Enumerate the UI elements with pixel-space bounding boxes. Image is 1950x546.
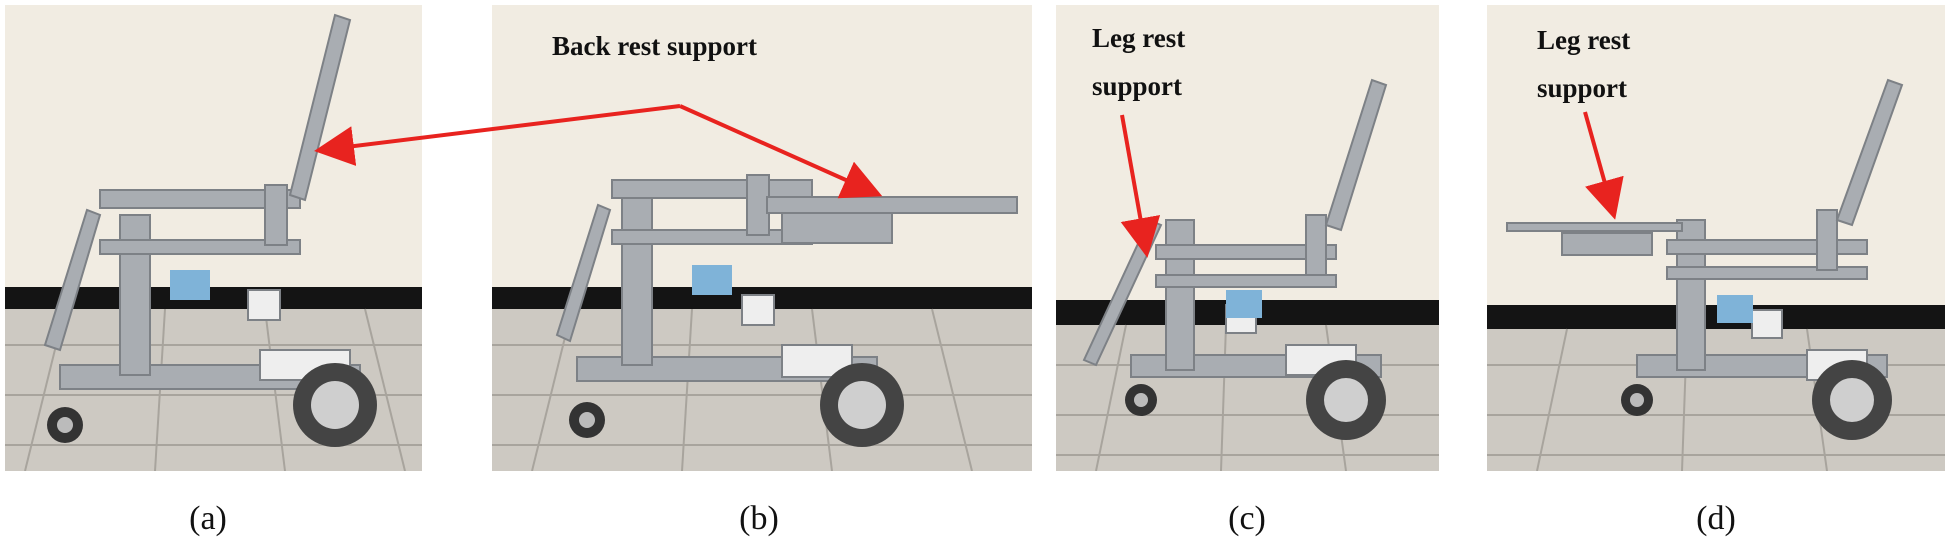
photo-panel-b [492,5,1032,471]
arrow-back-rest-b [679,104,883,199]
caption-a: (a) [189,500,227,537]
wheelchair-photo-d [1487,5,1945,471]
callout-back-rest-support: Back rest support [552,31,758,61]
caption-c: (c) [1228,500,1266,537]
arrow-back-rest-a [314,104,681,166]
photo-panel-a [5,5,422,471]
arrow-leg-rest-c [1120,114,1161,258]
callout-leg-rest-d-line1: Leg rest [1537,25,1631,55]
wheelchair-photo-b [492,5,1032,471]
callout-leg-rest-d-line2: support [1537,73,1628,103]
caption-d: (d) [1696,500,1736,537]
callout-leg-rest-c-line2: support [1092,71,1183,101]
caption-b: (b) [739,500,779,537]
photo-panel-d [1487,5,1945,471]
arrow-leg-rest-d [1583,111,1624,220]
callout-leg-rest-c-line1: Leg rest [1092,23,1186,53]
wheelchair-photo-a [5,5,422,471]
